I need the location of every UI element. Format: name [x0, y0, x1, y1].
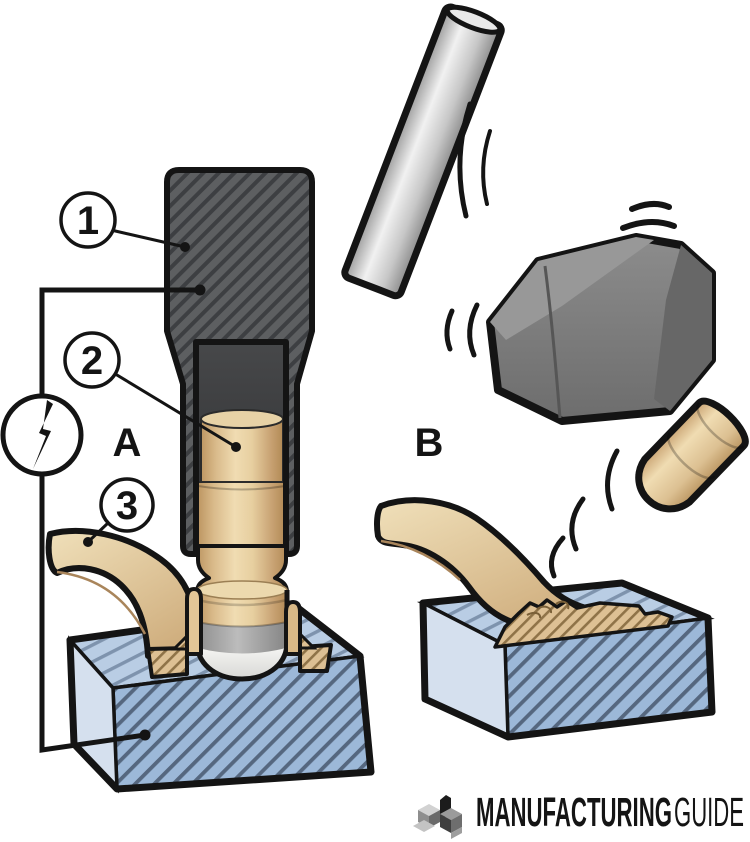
base-plate-b-outline [419, 579, 716, 741]
bracket-a-foot [146, 587, 333, 679]
hammer-head [486, 233, 716, 425]
scene-a: 1 2 3 A [0, 167, 375, 794]
stud-shank-top [200, 418, 284, 483]
scene-b: B [341, 3, 749, 741]
power-circuit [0, 284, 206, 753]
scene-a-label: A [113, 421, 142, 465]
weld-seam-line [196, 598, 288, 607]
foot-section-right [298, 643, 333, 673]
foot-section-left [146, 646, 189, 679]
hammer-head-right-facet [654, 245, 712, 411]
logo-wordmark-light: GUIDE [674, 789, 744, 835]
cable-contact-dot-gun [194, 284, 206, 296]
stud-top-face [200, 409, 284, 429]
hammer-handle-top-face [444, 4, 503, 35]
callout-1-circle [59, 191, 117, 249]
bracket-b [374, 497, 674, 649]
hammer-motion-lines [444, 101, 677, 358]
weld-base-top-rim [196, 580, 288, 600]
bracket-b-edge-line [380, 539, 461, 581]
callout-1-leader [110, 228, 186, 249]
broken-stud [549, 397, 749, 579]
broken-stud-seam [667, 432, 716, 480]
callout-1-dot [180, 242, 190, 252]
broken-stud-motion-lines [549, 448, 620, 579]
weld-zone-outline [194, 590, 290, 682]
logo-wordmark-bold: MANUFACTURING [476, 789, 672, 835]
broken-stud-end-rim [696, 402, 745, 450]
logo-cubes-icon [413, 795, 462, 839]
callout-1-number: 1 [77, 199, 99, 243]
hammer-head-crease [543, 265, 562, 419]
weld-zone [194, 580, 290, 682]
callout-2-leader [111, 370, 237, 449]
welding-gun-chuck [164, 167, 315, 557]
hammer-handle-shaft [341, 3, 505, 300]
hammer-handle [341, 3, 505, 300]
cable-contact-dot-plate [139, 729, 151, 741]
callout-3-number: 3 [116, 484, 138, 528]
callout-3-circle [99, 477, 155, 533]
hammer [341, 3, 716, 425]
callout-3-dot [83, 537, 93, 547]
hammer-head-top-facet [490, 237, 654, 340]
callout-2-circle [63, 331, 121, 389]
weld-stud-upper [197, 409, 286, 547]
cable-to-gun [39, 287, 200, 397]
weld-pool-dome [198, 648, 286, 678]
flange-lip-left [185, 587, 203, 656]
stud-shank-mid [197, 481, 286, 547]
flange-lip-right [284, 600, 302, 656]
callout-2: 2 [63, 331, 241, 452]
callout-3: 3 [83, 477, 155, 547]
bracket-a-edge-line [56, 570, 147, 635]
callout-2-number: 2 [81, 339, 103, 383]
torn-weld-detail [526, 600, 570, 619]
bracket-a [45, 527, 197, 659]
manufacturing-guide-logo: MANUFACTURING GUIDE [413, 789, 744, 839]
weld-collar [197, 622, 287, 662]
bracket-b-torn-flange [493, 598, 674, 649]
lightning-bolt-icon [33, 400, 53, 469]
callout-1: 1 [59, 191, 190, 252]
broken-stud-body [635, 397, 749, 513]
callout-2-dot [231, 442, 241, 452]
weld-collar-top-line [196, 621, 288, 628]
scene-b-label: B [415, 421, 444, 465]
power-source-icon [0, 393, 84, 477]
stud-seam-line [197, 485, 286, 491]
cable-to-workpiece [39, 473, 146, 753]
